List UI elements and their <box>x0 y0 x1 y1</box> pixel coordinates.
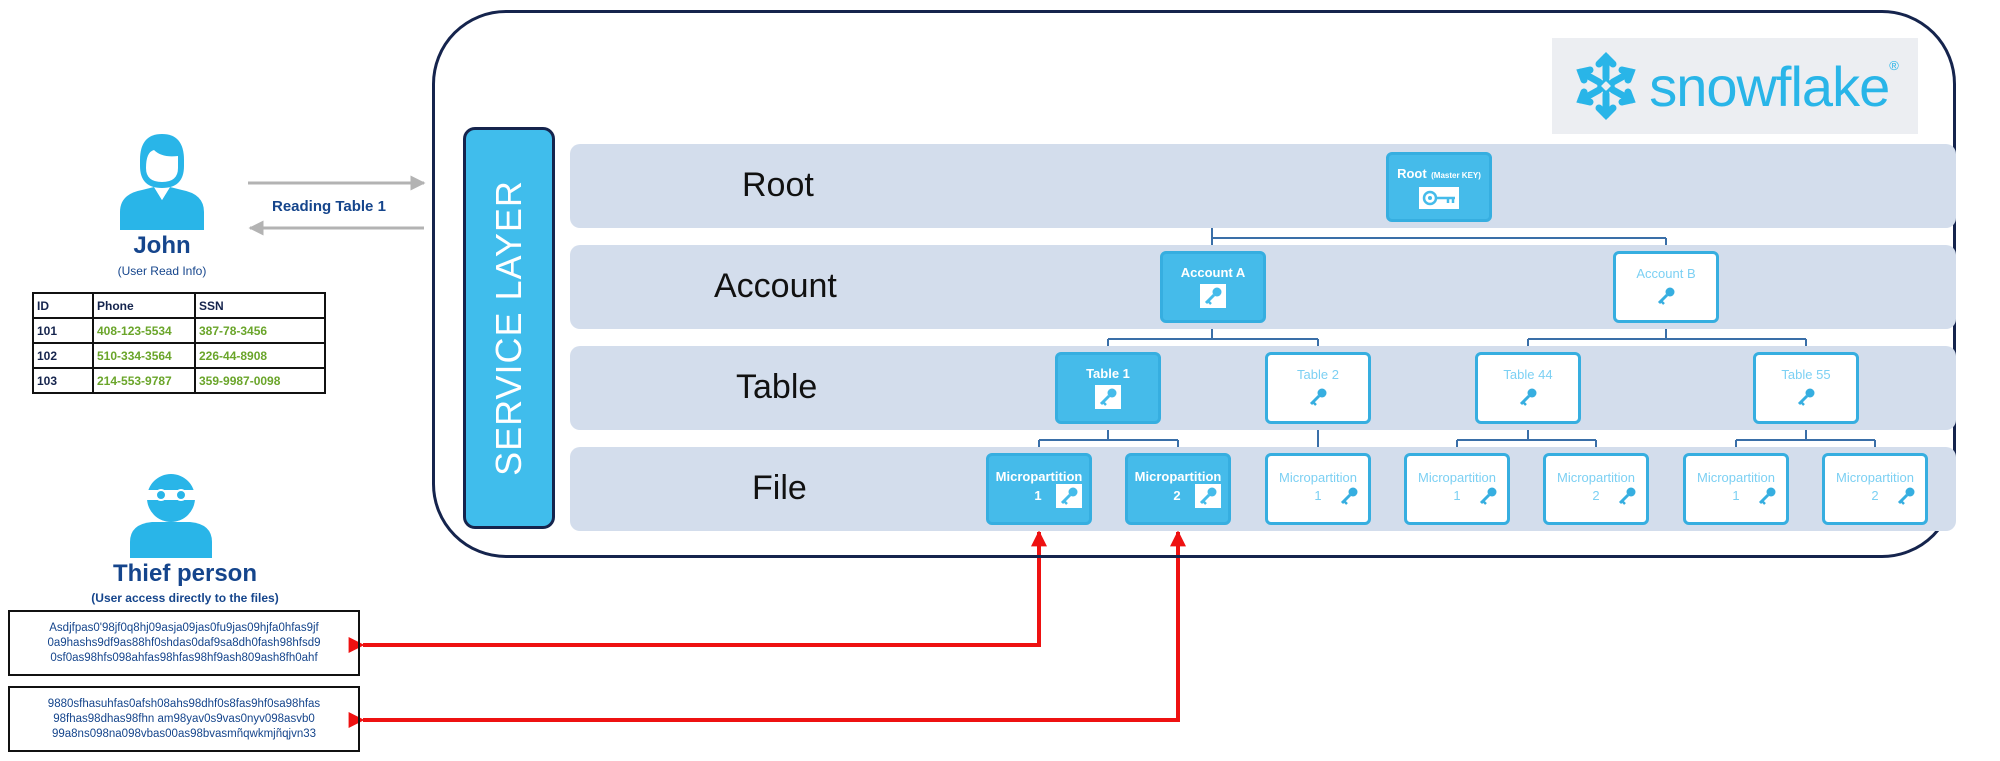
key-icon <box>1055 484 1082 509</box>
node-micropartition-t2-1: Micropartition 1 <box>1265 453 1371 525</box>
key-icon <box>1794 386 1818 408</box>
mp-number: 2 <box>1173 488 1181 503</box>
table-row: 101 408-123-5534 387-78-3456 <box>32 317 326 344</box>
node-root-sublabel: (Master KEY) <box>1431 170 1481 180</box>
thief-person-icon <box>130 474 212 558</box>
node-root: Root (Master KEY) <box>1386 152 1492 222</box>
table-row: 102 510-334-3564 226-44-8908 <box>32 342 326 369</box>
table-cell: 359-9987-0098 <box>194 367 326 394</box>
mp-number: 2 <box>1871 488 1879 503</box>
node-account-a: Account A <box>1160 251 1266 323</box>
thief-subtitle: (User access directly to the files) <box>91 591 279 605</box>
encrypted-file-1: Asdjfpas0'98jf0q8hj09asja09jas0fu9jas09h… <box>8 610 360 676</box>
mp-label: Micropartition <box>1835 469 1915 485</box>
table-cell: 102 <box>32 342 94 369</box>
key-icon <box>1306 386 1330 408</box>
logo-wordmark: snowflake <box>1649 54 1890 118</box>
reading-table-label: Reading Table 1 <box>272 198 386 215</box>
node-account-a-label: Account A <box>1180 265 1246 281</box>
mp-label: Micropartition <box>995 468 1083 484</box>
node-account-b: Account B <box>1613 251 1719 323</box>
table-header-cell: ID <box>32 292 94 319</box>
key-icon <box>1476 485 1500 507</box>
table-row: 103 214-553-9787 359-9987-0098 <box>32 367 326 394</box>
cipher-line: 0a9hashs9df9as88hf0shdas0daf9sa8dh0fash9… <box>47 636 321 649</box>
node-account-b-label: Account B <box>1636 266 1696 282</box>
mp-number: 1 <box>1453 488 1461 503</box>
service-layer: SERVICE LAYER <box>463 127 555 529</box>
node-table-55: Table 55 <box>1753 352 1859 424</box>
thief-name: Thief person <box>112 560 257 587</box>
encrypted-file-2: 9880sfhasuhfas0afsh08ahs98dhf0s8fas9hf0s… <box>8 686 360 752</box>
cipher-line: 98fhas98dhas98fhn am98yav0s9vas0nyv098as… <box>53 712 315 725</box>
layer-label-root: Root <box>742 166 814 204</box>
node-table-55-label: Table 55 <box>1781 367 1831 383</box>
cipher-line: Asdjfpas0'98jf0q8hj09asja09jas0fu9jas09h… <box>49 621 319 634</box>
band-root <box>570 144 1956 228</box>
logo-registered-mark: ® <box>1889 58 1899 73</box>
mp-label: Micropartition <box>1278 469 1358 485</box>
layer-label-file: File <box>752 469 807 507</box>
mp-label: Micropartition <box>1696 469 1776 485</box>
node-micropartition-t1-1: Micropartition 1 <box>986 453 1092 525</box>
table-cell: 214-553-9787 <box>92 367 196 394</box>
mp-number: 1 <box>1732 488 1740 503</box>
node-root-label: Root <box>1397 165 1427 181</box>
mp-number: 2 <box>1592 488 1600 503</box>
layer-label-table: Table <box>736 368 818 406</box>
table-header-row: ID Phone SSN <box>32 292 326 319</box>
key-icon <box>1516 386 1540 408</box>
user-john-subtitle: (User Read Info) <box>117 264 207 278</box>
user-john-name: John <box>133 232 191 259</box>
node-table-44: Table 44 <box>1475 352 1581 424</box>
node-micropartition-t44-2: Micropartition 2 <box>1543 453 1649 525</box>
mp-label: Micropartition <box>1134 468 1222 484</box>
mp-number: 1 <box>1314 488 1322 503</box>
node-table-2-label: Table 2 <box>1297 367 1339 383</box>
node-table-1: Table 1 <box>1055 352 1161 424</box>
service-layer-label: SERVICE LAYER <box>488 180 529 476</box>
node-micropartition-t44-1: Micropartition 1 <box>1404 453 1510 525</box>
table-cell: 408-123-5534 <box>92 317 196 344</box>
node-micropartition-t55-2: Micropartition 2 <box>1822 453 1928 525</box>
key-icon <box>1755 485 1779 507</box>
node-table-2: Table 2 <box>1265 352 1371 424</box>
snowflake-logo: snowflake ® <box>1552 38 1918 134</box>
snowflake-icon <box>1576 52 1636 120</box>
master-key-icon <box>1419 187 1459 210</box>
user-info-table: ID Phone SSN 101 408-123-5534 387-78-345… <box>32 292 326 394</box>
cipher-line: 0sf0as98hfs098ahfas98hfas98hf9ash809ash8… <box>50 651 318 664</box>
thief-arrow-2 <box>348 530 1186 728</box>
user-john-icon <box>120 134 204 230</box>
key-icon <box>1337 485 1361 507</box>
table-cell: 101 <box>32 317 94 344</box>
cipher-line: 9880sfhasuhfas0afsh08ahs98dhf0s8fas9hf0s… <box>47 697 321 710</box>
table-header-cell: Phone <box>92 292 196 319</box>
node-micropartition-t1-2: Micropartition 2 <box>1125 453 1231 525</box>
table-cell: 387-78-3456 <box>194 317 326 344</box>
mp-label: Micropartition <box>1556 469 1636 485</box>
key-icon <box>1200 283 1226 308</box>
table-cell: 103 <box>32 367 94 394</box>
mp-label: Micropartition <box>1417 469 1497 485</box>
layer-label-account: Account <box>714 267 837 305</box>
cipher-line: 99a8ns098na098vbas00as98bvasmñqwkmjñqjvn… <box>51 727 317 740</box>
node-table-44-label: Table 44 <box>1503 367 1553 383</box>
key-icon <box>1194 484 1221 509</box>
table-cell: 510-334-3564 <box>92 342 196 369</box>
table-cell: 226-44-8908 <box>194 342 326 369</box>
key-icon <box>1615 485 1639 507</box>
key-icon <box>1095 384 1121 409</box>
key-icon <box>1654 285 1678 307</box>
band-table <box>570 346 1956 430</box>
table-header-cell: SSN <box>194 292 326 319</box>
node-table-1-label: Table 1 <box>1086 366 1130 382</box>
key-icon <box>1894 485 1918 507</box>
mp-number: 1 <box>1034 488 1042 503</box>
node-micropartition-t55-1: Micropartition 1 <box>1683 453 1789 525</box>
